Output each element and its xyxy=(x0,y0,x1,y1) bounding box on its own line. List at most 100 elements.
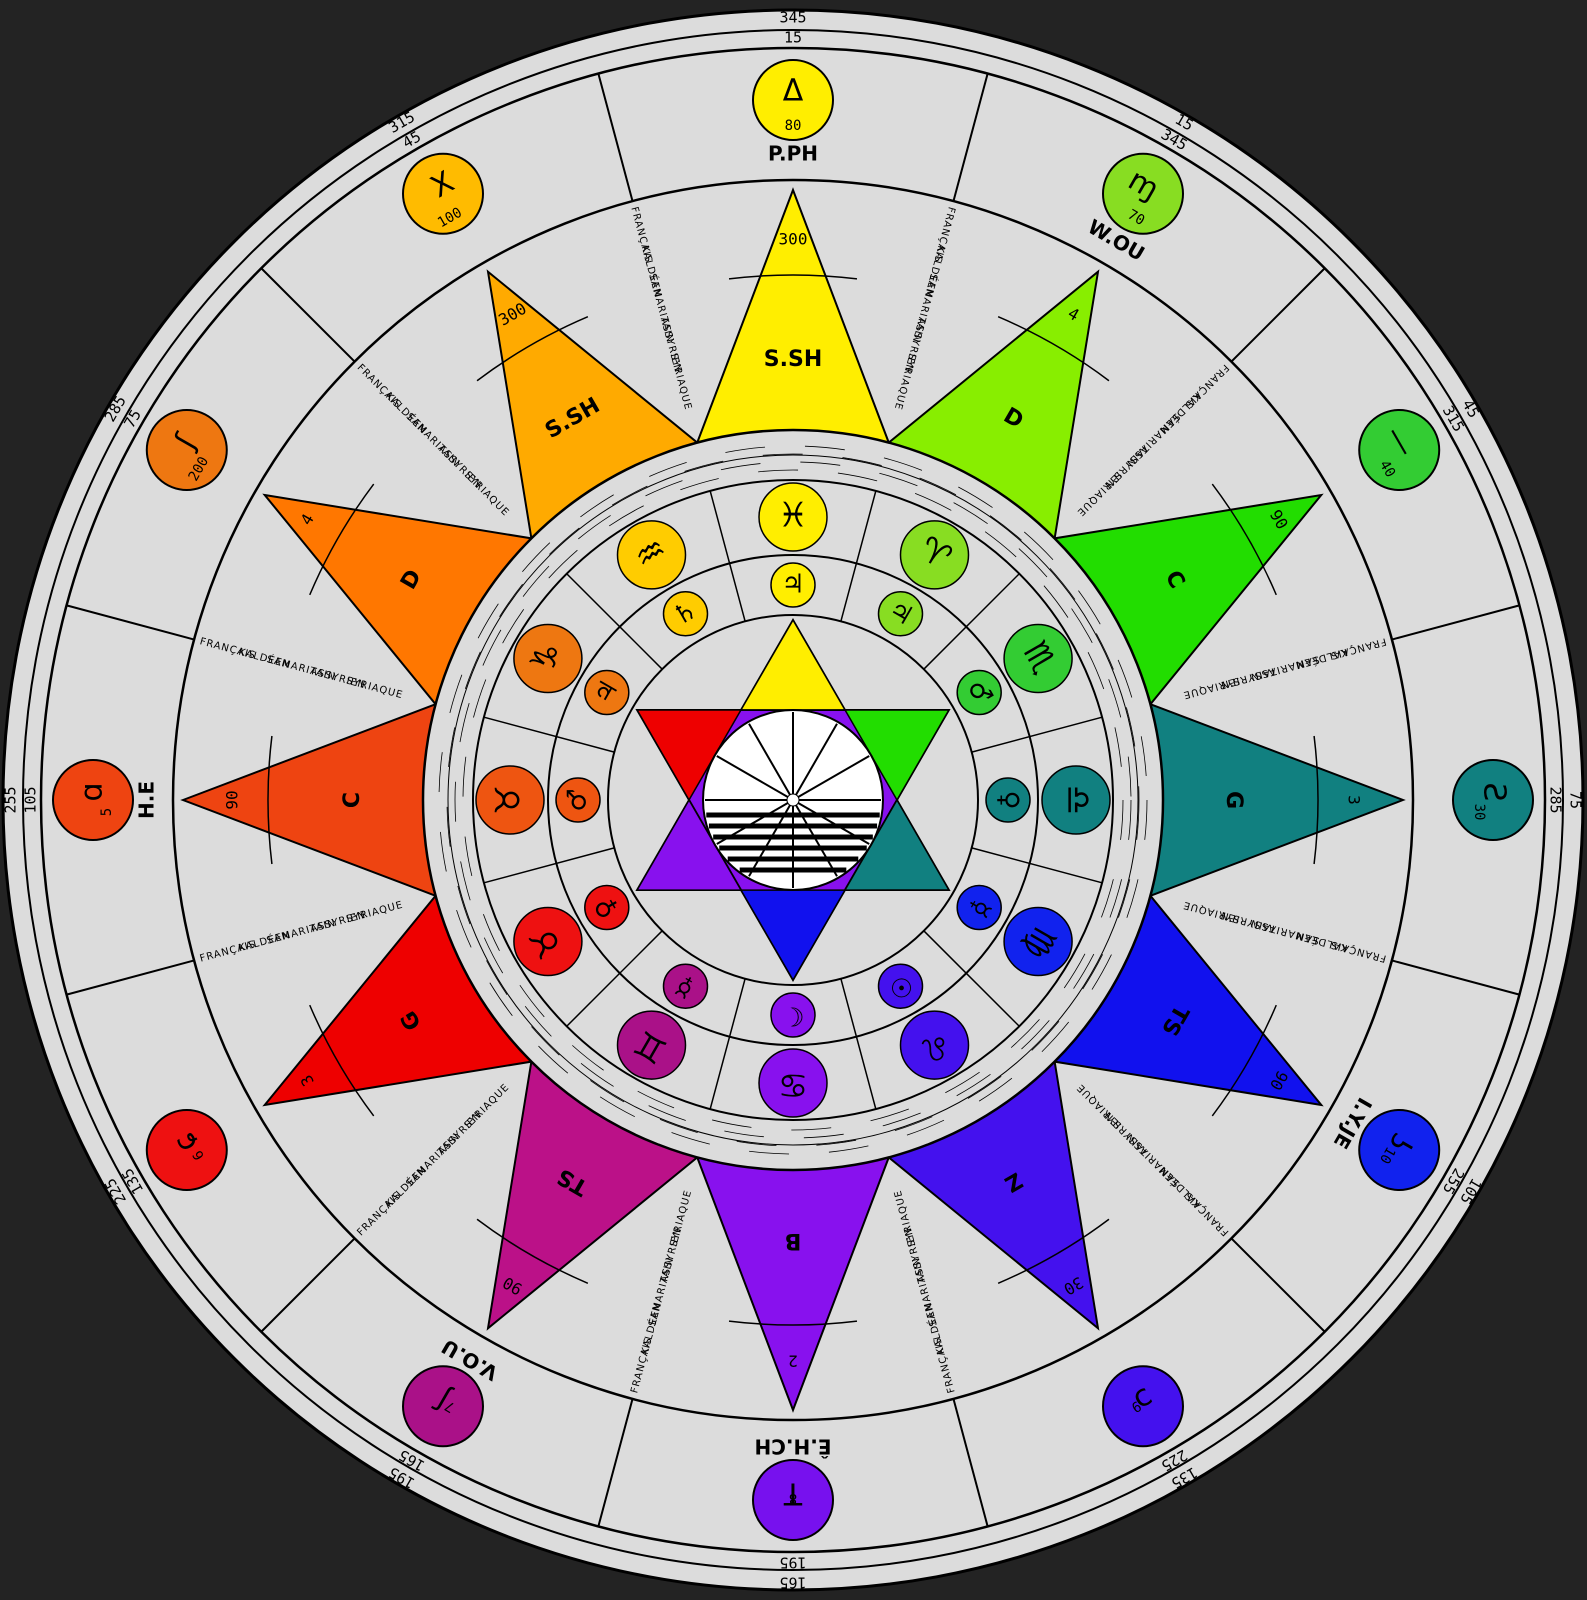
zodiac-divider xyxy=(840,978,877,1110)
outer-disc xyxy=(145,1109,228,1191)
degree-label-inner: 15 xyxy=(784,29,802,47)
spike-letter-label: C xyxy=(340,792,365,808)
zodiac-disc xyxy=(1003,906,1073,977)
outer-disc xyxy=(1358,409,1441,491)
outer-disc xyxy=(145,409,228,491)
zodiac-disc xyxy=(513,906,583,977)
spike-corner-arc xyxy=(1211,483,1277,596)
sector-divider xyxy=(260,1237,356,1333)
zodiac-divider xyxy=(971,847,1103,884)
ring-transliteration-label: Ê.H.CH xyxy=(754,1435,831,1459)
ring-transliteration-label: H.E xyxy=(135,781,159,819)
spike-letter-label: G xyxy=(1221,791,1246,809)
degree-label-outer: 255 xyxy=(2,786,20,813)
music-staff-line xyxy=(438,445,1148,1155)
wheel-spoke xyxy=(748,723,794,801)
zodiac-disc xyxy=(616,1010,687,1080)
sector-divider xyxy=(597,1398,634,1527)
spike-corner-arc xyxy=(728,1320,858,1326)
zodiac-sign-symbol: ♎ xyxy=(1058,785,1098,815)
spike-corner-arc xyxy=(728,274,858,280)
zodiac-divider xyxy=(709,978,746,1110)
spike-corner-arc xyxy=(309,483,375,596)
ring-transliteration-label: P.PH xyxy=(768,142,818,166)
planet-symbol: ♀ xyxy=(994,790,1024,809)
planet-disc xyxy=(770,562,816,608)
planet-symbol: ♃ xyxy=(781,570,804,600)
zodiac-divider xyxy=(483,716,615,753)
outer-disc xyxy=(1358,1109,1441,1191)
outer-disc xyxy=(402,152,484,235)
outer-disc-symbol: T xyxy=(783,1476,803,1511)
outer-disc xyxy=(752,1459,834,1541)
outer-disc-number: 10 xyxy=(1376,1144,1398,1167)
zodiac-divider xyxy=(566,573,663,670)
spike-corner-arc xyxy=(997,316,1110,382)
spike-corner-number: 300 xyxy=(779,230,808,249)
planet-disc xyxy=(662,963,709,1009)
staff-line-ring xyxy=(447,454,1139,1146)
zodiac-disc xyxy=(899,1010,970,1080)
outer-disc-number: 8 xyxy=(789,1490,797,1506)
planet-disc xyxy=(956,669,1002,716)
sector-divider xyxy=(260,267,356,363)
wheel-spoke xyxy=(792,723,838,801)
wheel-hub xyxy=(786,793,800,807)
planet-disc xyxy=(877,963,924,1009)
sector-divider xyxy=(952,1398,989,1527)
planet-symbol: ☾ xyxy=(781,1001,804,1031)
spike-corner-arc xyxy=(1313,735,1319,865)
zodiac-disc xyxy=(758,482,828,552)
spike-corner-arc xyxy=(1211,1004,1277,1117)
outer-disc xyxy=(1452,759,1534,841)
zodiac-divider xyxy=(971,716,1103,753)
outer-disc-number: 5 xyxy=(99,808,115,816)
zodiac-disc xyxy=(616,520,687,590)
spike-corner-arc xyxy=(476,1218,589,1284)
outer-rim-inner-line xyxy=(22,29,1564,1571)
sector-divider xyxy=(952,73,989,202)
spike-corner-arc xyxy=(997,1218,1110,1284)
zodiac-disc xyxy=(513,623,583,694)
spike-corner-arc xyxy=(309,1004,375,1117)
zodiac-disc xyxy=(475,765,545,835)
planet-disc xyxy=(662,591,709,637)
degree-label-inner: 195 xyxy=(779,1554,806,1572)
outer-disc-number: 80 xyxy=(785,118,802,134)
outer-disc-symbol: Δ xyxy=(783,74,804,109)
zodiac-sign-symbol: ♋ xyxy=(778,1065,808,1105)
outer-disc-number: 40 xyxy=(1376,458,1398,481)
planet-disc xyxy=(584,884,630,931)
zodiac-divider xyxy=(483,847,615,884)
sector-divider xyxy=(1391,959,1520,996)
spike-letter-label: B xyxy=(785,1228,802,1253)
spike-corner-number: 3 xyxy=(1345,795,1364,805)
planet-disc xyxy=(770,992,816,1038)
outer-disc-symbol: Ƨ xyxy=(1477,782,1512,801)
zodiac-divider xyxy=(923,930,1020,1027)
planet-disc xyxy=(985,777,1031,823)
outer-disc xyxy=(1102,152,1184,235)
zodiac-sign-symbol: ♉ xyxy=(489,785,529,815)
spike-corner-number: 2 xyxy=(788,1352,798,1371)
sector-divider xyxy=(66,604,195,641)
outer-disc-number: 70 xyxy=(1125,207,1148,229)
zodiac-divider xyxy=(923,573,1020,670)
outer-disc xyxy=(52,759,134,841)
sector-divider xyxy=(66,959,195,996)
music-staff-line xyxy=(446,453,1140,1147)
sector-divider xyxy=(1391,604,1520,641)
zodiac-disc xyxy=(1041,765,1111,835)
spike-letter-label: S.SH xyxy=(764,347,822,372)
sector-divider xyxy=(1230,1237,1326,1333)
zodiac-divider xyxy=(709,490,746,622)
sector-divider xyxy=(1230,267,1326,363)
planet-disc xyxy=(956,884,1002,931)
planet-disc xyxy=(584,669,630,716)
wheel-spoke xyxy=(716,755,794,801)
planet-symbol: ♂ xyxy=(563,788,593,811)
outer-disc-symbol: ɑ xyxy=(75,782,110,801)
degree-label-outer: 345 xyxy=(779,9,806,27)
